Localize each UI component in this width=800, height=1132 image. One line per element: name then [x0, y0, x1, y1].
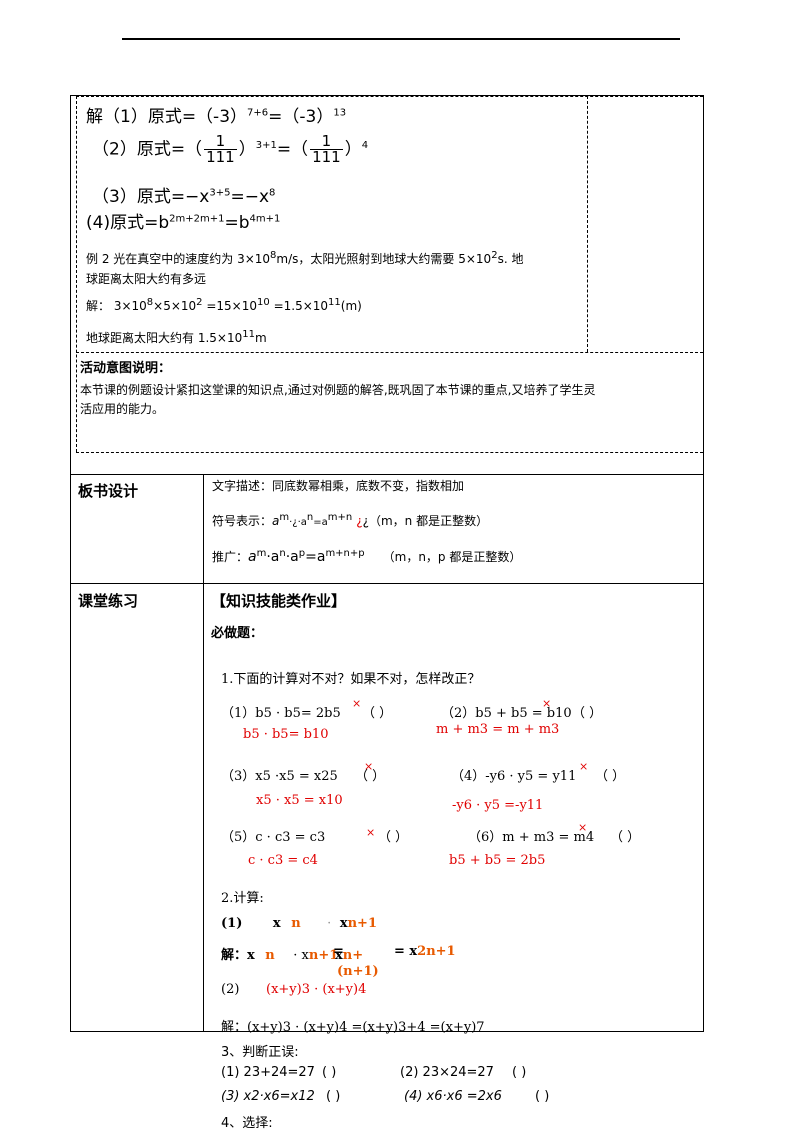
q1-item-3-fix: x5 · x5 = x10 [256, 793, 343, 808]
cross-icon: × [579, 760, 589, 773]
dashed-mid-vertical [587, 96, 588, 352]
calc-2-expr: (x+y)3 · (x+y)4 [266, 982, 367, 997]
q1-item-3: （3）x5 ·x5 = x25 [221, 769, 338, 784]
question-2: 2.计算: [221, 891, 264, 906]
judge-item-3: (3) x2·x6=x12 [221, 1089, 315, 1104]
judge-item-3-paren: ( ) [326, 1089, 341, 1104]
practice-must: 必做题： [211, 626, 264, 641]
board-description: 文字描述：同底数幂相乘，底数不变，指数相加 [212, 479, 465, 493]
q1-item-1-paren: （ ） [362, 706, 393, 721]
calc-1-result: = x2n+1 [394, 944, 456, 959]
calc-2-label: (2) [221, 982, 240, 997]
table-top-border [70, 95, 704, 96]
q1-item-6-fix: b5 + b5 = 2b5 [449, 853, 546, 868]
q1-item-1: （1）b5 · b5= 2b5 [221, 706, 341, 721]
dashed-mid [76, 352, 703, 353]
judge-item-2: (2) 23×24=27 [400, 1065, 494, 1080]
q1-item-3-paren: （ ） [355, 769, 386, 784]
judge-item-2-paren: ( ) [512, 1065, 527, 1080]
calc-1-eq: = [333, 944, 344, 959]
board-label: 板书设计 [78, 482, 139, 500]
q1-item-1-fix: b5 · b5= b10 [243, 727, 329, 742]
label-column-divider [203, 474, 204, 1032]
cross-icon: × [542, 697, 552, 710]
calc-2-solution: 解：(x+y)3 · (x+y)4 =(x+y)3+4 =(x+y)7 [221, 1020, 485, 1035]
table-left-border [70, 95, 71, 1032]
q1-item-2-paren: （ ） [572, 706, 603, 721]
solution-line-1: 解（1）原式=（-3）7+6=（-3）13 [86, 107, 347, 127]
dashed-left [76, 96, 77, 452]
example2-line2: 球距离太阳大约有多远 [86, 272, 207, 286]
dashed-bottom [76, 452, 703, 453]
solution-line-3: （3）原式=−x3+5=−x8 [92, 187, 276, 207]
board-symbol: 符号表示：am·¿·an=am+n¿¿（m，n 都是正整数） [212, 512, 489, 528]
calc-1: (1) x n · xn+1 [221, 916, 377, 931]
example2-answer: 地球距离太阳大约有 1.5×1011m [86, 329, 267, 345]
q1-item-2-fix: m + m3 = m + m3 [436, 722, 560, 737]
header-rule [122, 38, 680, 40]
example2-line1: 例 2 光在真空中的速度约为 3×108m/s，太阳光照射到地球大约需要 5×1… [86, 250, 524, 266]
intent-text-2: 活应用的能力。 [80, 402, 165, 416]
calc-1-mid2: (n+1) [337, 964, 379, 979]
q1-item-4: （4）-y6 · y5 = y11 [451, 769, 577, 784]
q1-item-4-paren: （ ） [595, 769, 626, 784]
q1-item-6: （6）m + m3 = m4 [468, 830, 595, 845]
calc-1-mid: xn+ [335, 948, 364, 963]
judge-item-4-paren: ( ) [535, 1089, 550, 1104]
cross-icon: × [578, 821, 588, 834]
practice-title: 【知识技能类作业】 [211, 592, 347, 610]
judge-item-4: (4) x6·x6 =2x6 [404, 1089, 502, 1104]
q1-item-5-paren: （ ） [378, 830, 409, 845]
q1-item-5: （5）c · c3 = c3 [221, 830, 326, 845]
q1-item-2: （2）b5 + b5 = b10 [441, 706, 572, 721]
intent-title: 活动意图说明： [80, 361, 172, 376]
cross-icon: × [366, 826, 376, 839]
table-right-border [703, 95, 704, 1032]
row-divider-board [70, 474, 704, 475]
judge-title: 3、判断正误: [221, 1045, 299, 1060]
dashed-top [76, 96, 703, 97]
solution-line-4: (4)原式=b2m+2m+1=b4m+1 [86, 213, 281, 233]
calc-1-solution: 解：x n · xn+1 [221, 948, 339, 963]
board-generalization: 推广：am·an·ap=am+n+p（m，n，p 都是正整数） [212, 548, 522, 565]
example2-solution: 解： 3×108×5×102 =15×1010 =1.5×1011(m) [86, 297, 362, 313]
question-1: 1.下面的计算对不对？如果不对，怎样改正？ [221, 672, 481, 687]
q1-item-4-fix: -y6 · y5 =-y11 [452, 798, 544, 813]
intent-text-1: 本节课的例题设计紧扣这堂课的知识点,通过对例题的解答,既巩固了本节课的重点,又培… [80, 383, 596, 397]
cross-icon: × [364, 760, 374, 773]
judge-item-1-paren: ( ) [322, 1065, 337, 1080]
q1-item-6-paren: （ ） [610, 830, 641, 845]
judge-item-1: (1) 23+24=27 [221, 1065, 315, 1080]
practice-label: 课堂练习 [78, 592, 139, 610]
cross-icon: × [352, 697, 362, 710]
q1-item-5-fix: c · c3 = c4 [248, 853, 318, 868]
row-divider-practice [70, 583, 704, 584]
table-bottom-border [70, 1031, 704, 1032]
choose-title: 4、选择: [221, 1116, 273, 1131]
